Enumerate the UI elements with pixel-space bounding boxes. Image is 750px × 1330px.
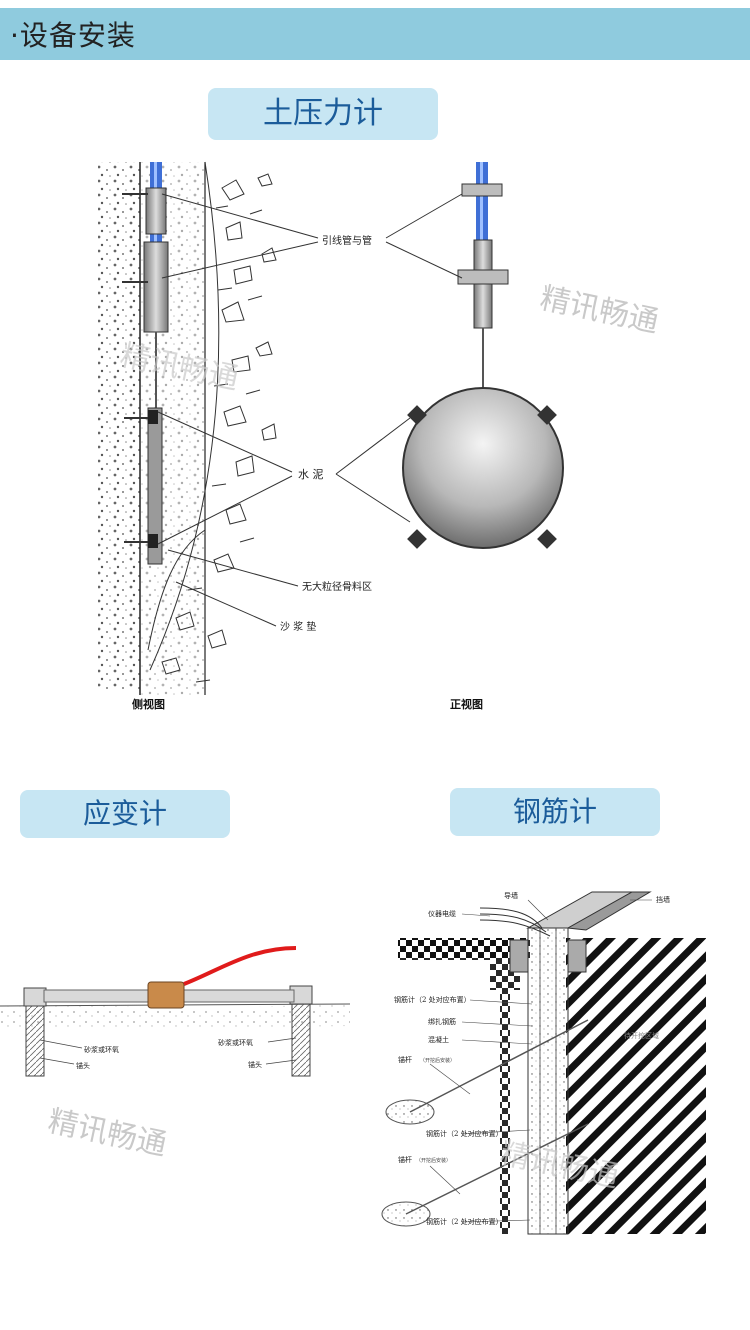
- label-guide-wall: 导墙: [504, 891, 518, 900]
- section-header: ·设备安装: [0, 8, 750, 60]
- label-anchor-right: 锚头: [248, 1060, 262, 1069]
- label-side-view: 侧视图: [132, 697, 165, 711]
- label-meter-mid: 钢筋计（2 处对应布置）: [426, 1129, 503, 1138]
- label-concrete: 混凝土: [428, 1035, 449, 1044]
- leader-lines: [157, 193, 463, 627]
- earth-pressure-diagram: 引线管与管 水 泥 无大粒径骨料区 沙 浆 垫 侧视图 正视图: [98, 161, 564, 711]
- label-grout-right: 砂浆或环氧: [218, 1038, 253, 1047]
- label-anchor-left: 锚头: [76, 1061, 90, 1070]
- label-anchor-1-note: （开挖后安装）: [420, 1057, 455, 1064]
- earth-pressure-title: 土压力计: [208, 88, 438, 140]
- strain-gauge-diagram: 砂浆或环氧 锚头 砂浆或环氧 锚头: [0, 946, 351, 1077]
- strain-gauge-title: 应变计: [20, 790, 230, 838]
- front-view-device: [402, 162, 564, 549]
- rebar-meter-diagram: 导墙 仪器电缆 挡墙 钢筋计（2 处对应布置） 绑扎钢筋 混凝土 锚杆 （开挖后…: [381, 891, 706, 1235]
- label-cement: 水 泥: [298, 468, 324, 481]
- watermark: 精讯畅通: [44, 1103, 170, 1164]
- aggregate-shapes: [161, 173, 277, 683]
- label-instrument-cable: 仪器电缆: [428, 909, 456, 918]
- label-anchor-1: 锚杆: [398, 1055, 412, 1064]
- label-front-view: 正视图: [450, 697, 483, 711]
- label-meter-top: 钢筋计（2 处对应布置）: [394, 995, 471, 1004]
- section-title: ·设备安装: [10, 19, 136, 52]
- label-grout-left: 砂浆或环氧: [84, 1045, 119, 1054]
- label-retaining-wall: 挡墙: [656, 895, 670, 904]
- label-anchor-2-note: （开挖后安装）: [416, 1157, 451, 1164]
- label-cable: 引线管与管: [322, 234, 372, 247]
- label-anchor-2: 锚杆: [398, 1155, 412, 1164]
- label-meter-bottom: 钢筋计（2 处对应布置）: [426, 1217, 503, 1226]
- label-mortar: 沙 浆 垫: [280, 620, 316, 633]
- label-fill-zone: 无大粒径骨料区: [302, 580, 372, 593]
- rebar-meter-title: 钢筋计: [450, 788, 660, 836]
- label-tie-rebar: 绑扎钢筋: [428, 1017, 456, 1026]
- side-view-device: [122, 162, 169, 565]
- label-excavation: 待开挖区域: [624, 1031, 659, 1040]
